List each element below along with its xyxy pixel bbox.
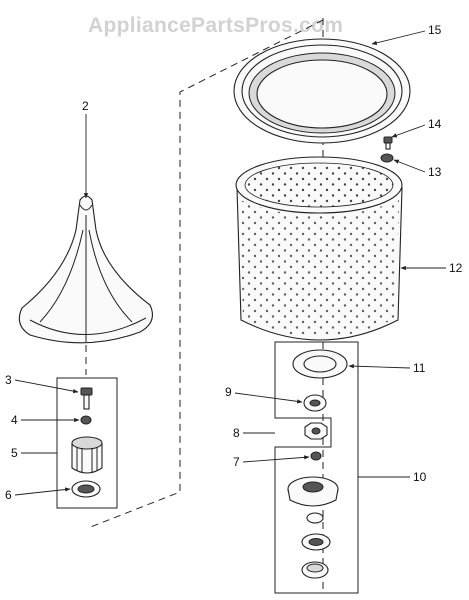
parts-group-box-right: [274, 341, 359, 594]
svg-text:4: 4: [11, 413, 18, 427]
callout-3: 3: [5, 373, 79, 394]
agitator-seal: [71, 480, 101, 498]
watermark-text: AppliancePartsPros.com: [88, 14, 343, 37]
callout-4: 4: [11, 413, 80, 427]
agitator-cap: [71, 436, 103, 474]
washer-small: [380, 153, 394, 163]
parts-group-box-left: [56, 377, 118, 509]
callout-13: 13: [393, 159, 442, 179]
svg-text:10: 10: [413, 470, 427, 484]
callout-10: 10: [358, 470, 427, 484]
svg-text:8: 8: [233, 426, 240, 440]
callout-7: 7: [233, 455, 310, 469]
svg-text:3: 3: [5, 373, 12, 387]
callout-11: 11: [348, 361, 426, 375]
agitator-washer: [80, 415, 92, 425]
spin-basket: [235, 156, 403, 341]
svg-text:7: 7: [233, 455, 240, 469]
callout-12: 12: [400, 261, 463, 275]
callout-14: 14: [391, 117, 442, 138]
bolt: [383, 136, 393, 150]
assembly-guide-line: [87, 19, 324, 529]
callout-2: 2: [82, 99, 89, 199]
svg-text:14: 14: [428, 117, 442, 131]
svg-text:9: 9: [225, 385, 232, 399]
callout-15: 15: [371, 23, 442, 45]
hex-nut: [304, 422, 328, 440]
svg-text:2: 2: [82, 99, 89, 113]
tub-seal-ring: [292, 349, 348, 379]
svg-text:15: 15: [428, 23, 442, 37]
svg-text:13: 13: [428, 165, 442, 179]
svg-text:5: 5: [11, 446, 18, 460]
callout-9: 9: [225, 385, 303, 404]
svg-text:6: 6: [5, 488, 12, 502]
svg-text:11: 11: [413, 361, 426, 375]
bearing: [303, 394, 327, 412]
hub-assembly: [287, 476, 339, 579]
callout-5: 5: [11, 446, 57, 460]
agitator-bolt: [80, 387, 93, 410]
callout-6: 6: [5, 487, 71, 502]
callout-8: 8: [233, 426, 275, 440]
agitator: [18, 195, 153, 344]
svg-text:12: 12: [449, 261, 463, 275]
tub-ring: [233, 38, 411, 144]
small-spacer: [310, 451, 322, 461]
